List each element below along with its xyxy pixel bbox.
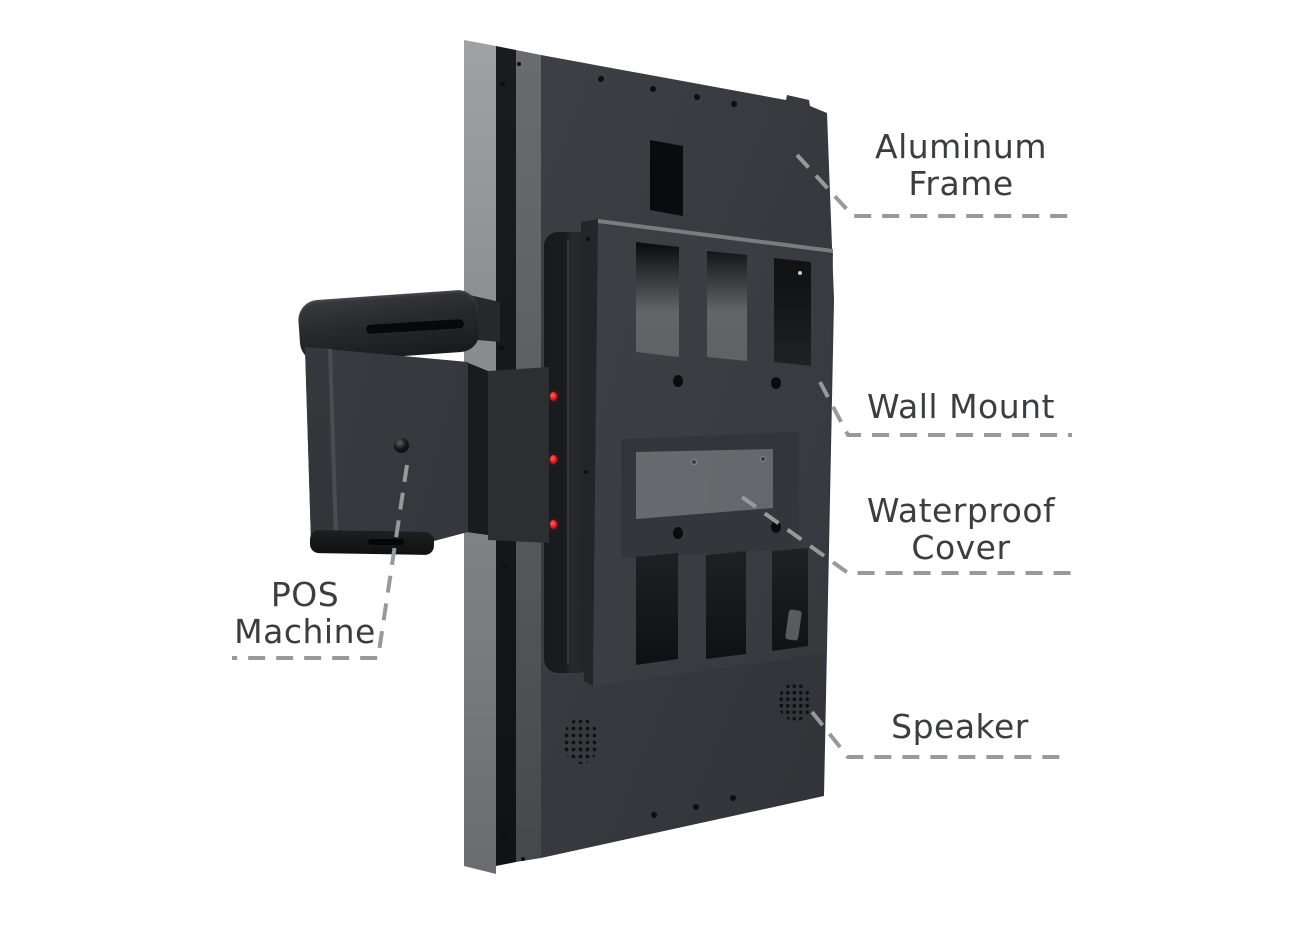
label-line: POS (270, 575, 340, 614)
screw-hole (731, 101, 737, 107)
pos-screw (394, 438, 409, 453)
mount-screw-hole (673, 527, 683, 539)
label-speaker: Speaker (845, 708, 1075, 745)
label-line: Frame (908, 164, 1014, 203)
label-line: Wall Mount (867, 387, 1055, 426)
leader-pos-machine (232, 464, 409, 660)
screw-hole (694, 94, 700, 100)
screw-hole (730, 795, 736, 801)
screw-hole (500, 82, 505, 87)
cover-screw (760, 456, 766, 462)
screw-hole (598, 76, 604, 82)
label-aluminum-frame: Aluminum Frame (845, 128, 1077, 202)
screw-hole (517, 62, 521, 66)
speaker-grille-right (778, 683, 812, 721)
speaker-grille-left (563, 718, 599, 764)
screw-hole (584, 470, 588, 474)
leader-wall-mount (818, 381, 1072, 437)
screw-hole (499, 345, 504, 350)
screw-hole (651, 812, 657, 818)
rail-edge (567, 240, 569, 665)
screw-hole (586, 237, 590, 241)
status-led (550, 392, 557, 401)
label-line: Aluminum (875, 127, 1047, 166)
label-line: Speaker (891, 707, 1029, 746)
label-line: Cover (911, 528, 1011, 567)
screw-hole (693, 804, 699, 810)
screw-hole (650, 86, 656, 92)
cover-screw (691, 459, 697, 465)
label-waterproof-cover: Waterproof Cover (845, 492, 1077, 566)
pos-base-slot (368, 539, 404, 545)
leader-speaker (810, 710, 1070, 759)
latch-glint (798, 271, 802, 275)
mount-screw-hole (771, 377, 781, 389)
screw-hole (501, 835, 506, 840)
mount-screw-hole (771, 521, 781, 533)
label-line: Waterproof (866, 491, 1056, 530)
mount-screw-hole (673, 375, 683, 387)
status-led (550, 520, 557, 529)
status-led (550, 455, 557, 464)
leader-waterproof-cover (740, 495, 1072, 575)
screw-hole (502, 565, 507, 570)
label-wall-mount: Wall Mount (845, 388, 1077, 425)
label-pos-machine: POS Machine (212, 576, 398, 650)
leader-aluminum-frame (795, 153, 1070, 218)
label-line: Machine (234, 612, 376, 651)
screw-hole (521, 857, 525, 861)
